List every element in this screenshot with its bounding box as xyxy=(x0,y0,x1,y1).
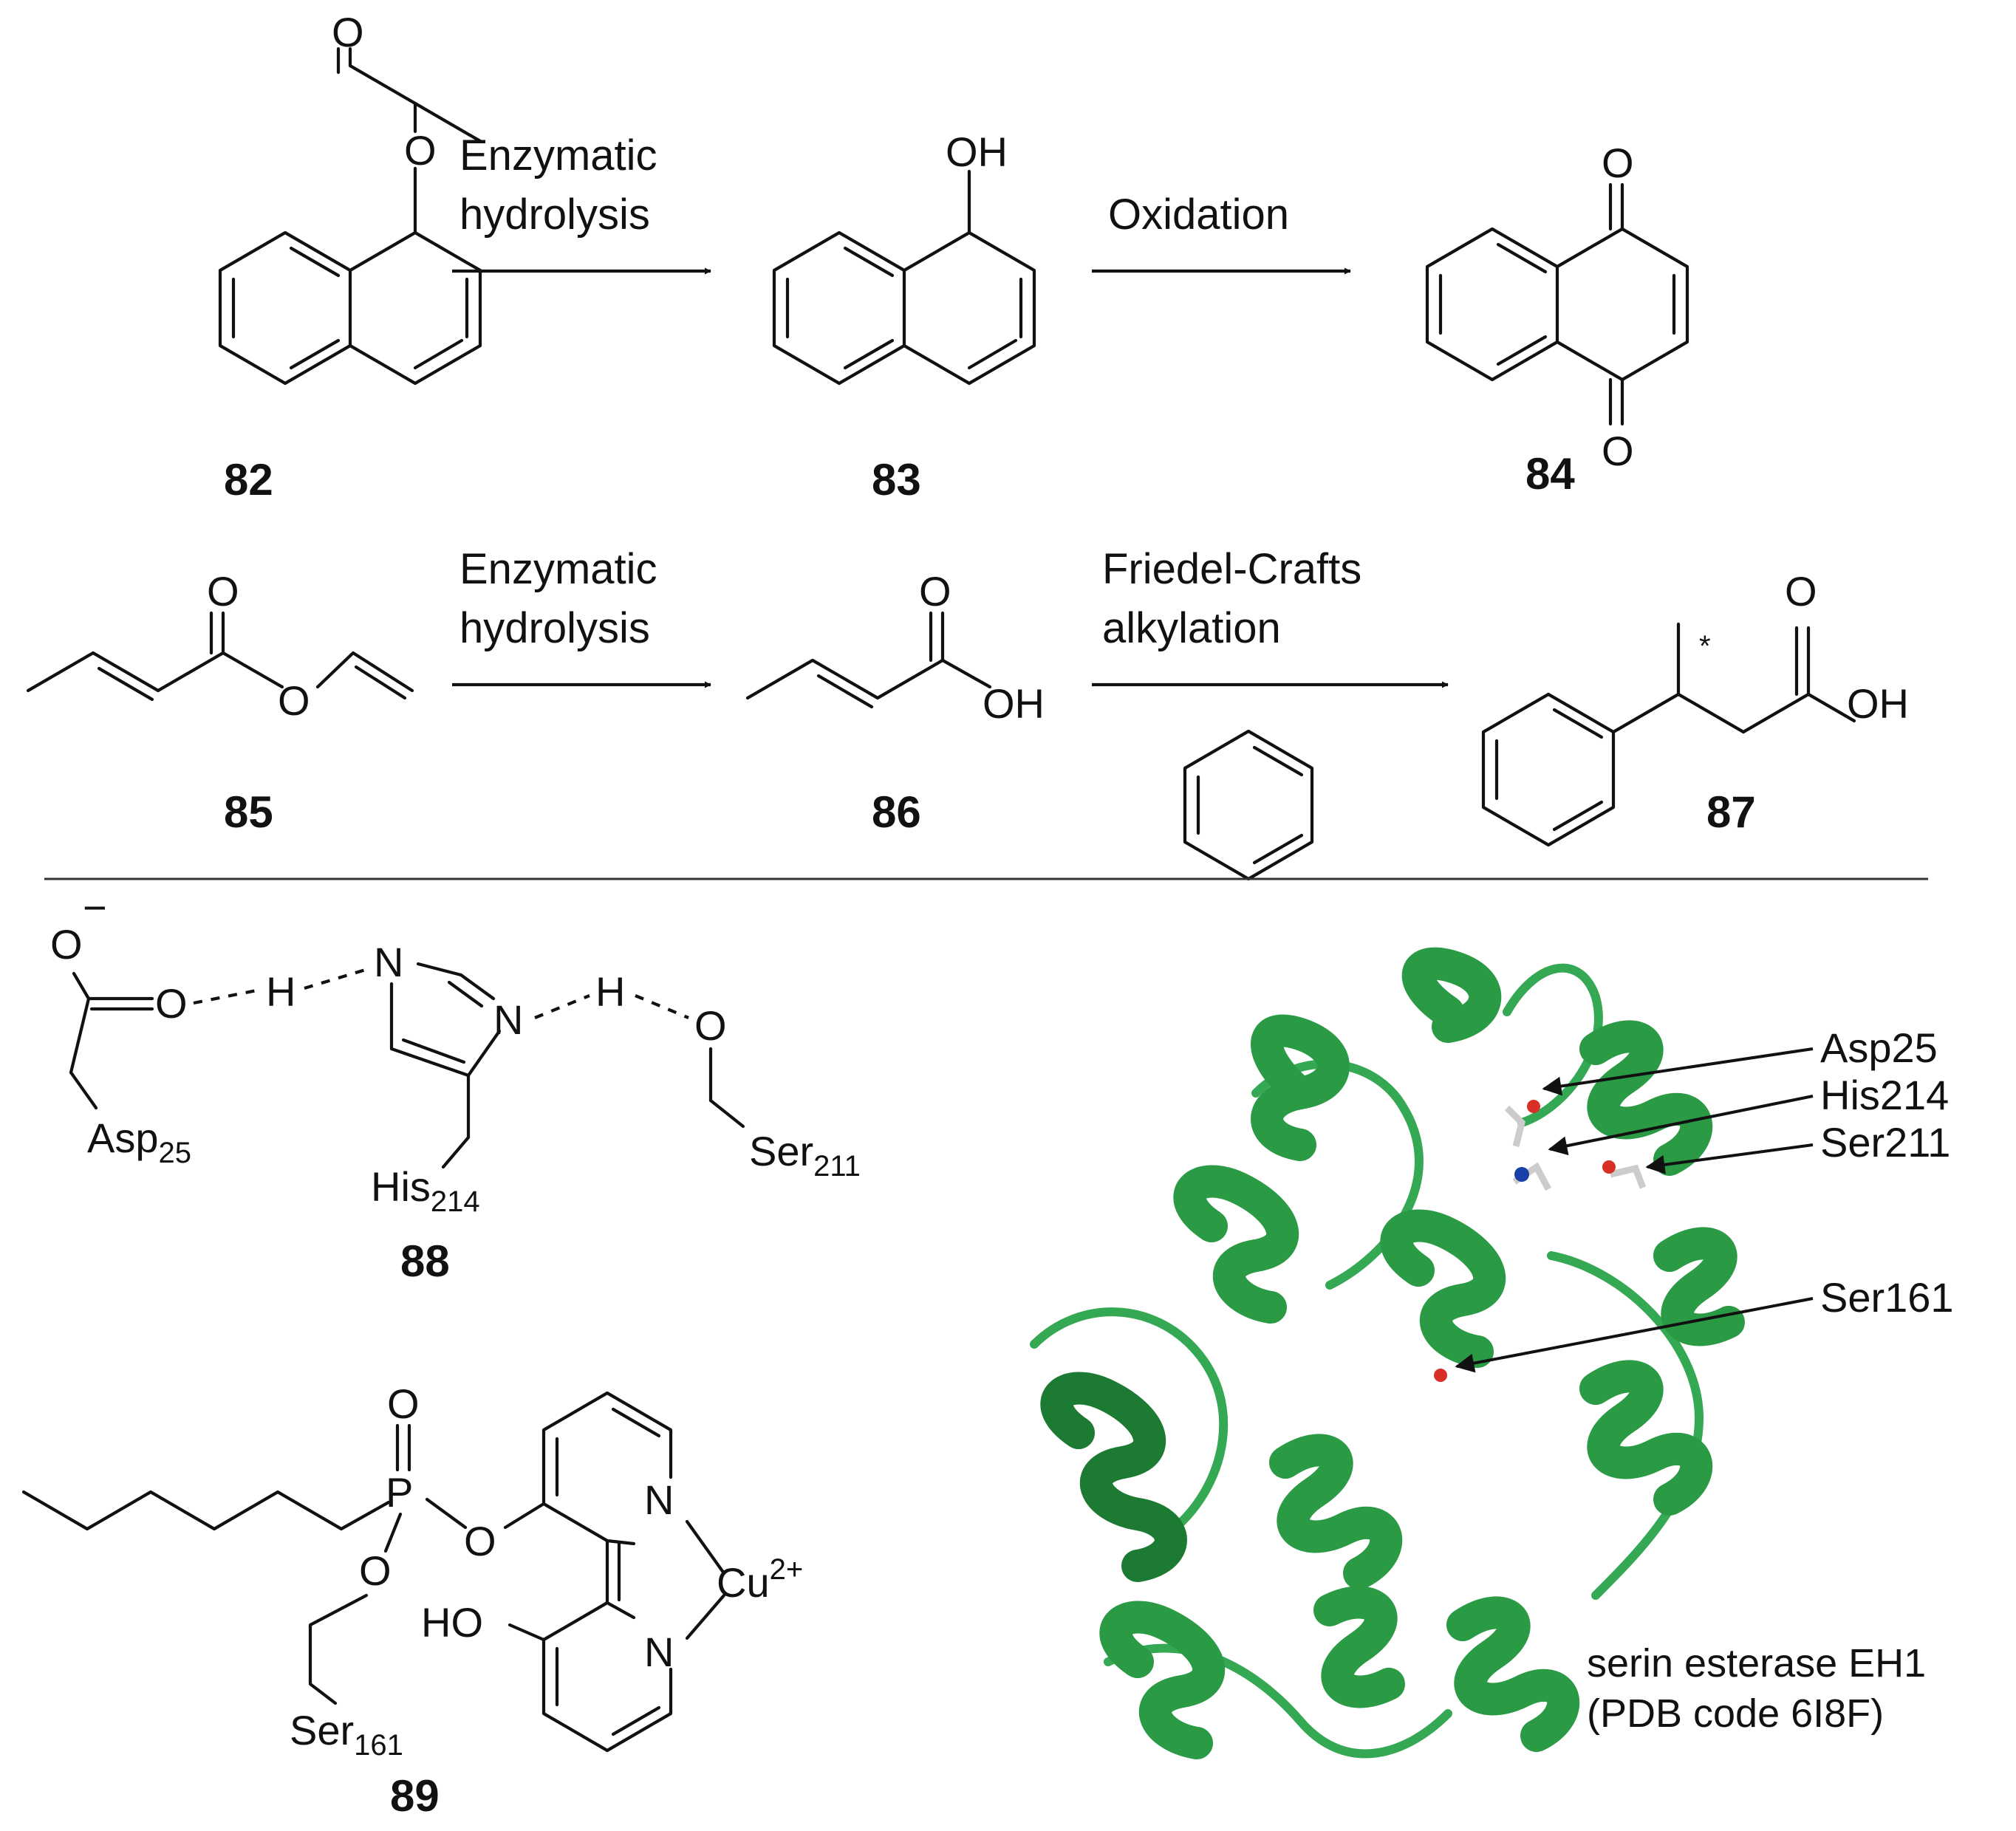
his214-nitrogen xyxy=(1514,1167,1529,1182)
ser161-oxygen xyxy=(1434,1369,1447,1382)
atom-n: N xyxy=(644,1629,674,1675)
atom-o: O xyxy=(359,1547,392,1594)
protein-label-ser211: Ser211 xyxy=(1820,1119,1950,1166)
benzene-reagent xyxy=(1183,729,1314,881)
compound-84-structure: O O xyxy=(1425,140,1689,474)
pointer-ser161 xyxy=(1455,1297,1814,1373)
residue-label-ser161: Ser161 xyxy=(290,1707,403,1762)
protein-caption-pdb: (PDB code 6I8F) xyxy=(1587,1691,1884,1736)
atom-o: O xyxy=(1602,428,1634,474)
compound-84-label: 84 xyxy=(1525,449,1575,499)
compound-89-structure: O P O O N N xyxy=(21,1380,726,1753)
compound-89-label: 89 xyxy=(390,1771,440,1821)
atom-o: O xyxy=(464,1518,496,1564)
residue-label-ser: Ser211 xyxy=(749,1128,861,1183)
atom-oh: OH xyxy=(983,680,1045,727)
atom-o: O xyxy=(694,1002,727,1049)
protein-label-asp25: Asp25 xyxy=(1820,1024,1938,1071)
atom-o: O xyxy=(404,127,437,174)
pointer-his214 xyxy=(1548,1095,1814,1156)
asp25-oxygen xyxy=(1527,1100,1540,1113)
asp25-sidechain xyxy=(1504,1105,1525,1148)
compound-86-structure: O OH xyxy=(745,568,1045,727)
atom-h: H xyxy=(595,968,625,1015)
hydroxyl-label: HO xyxy=(421,1599,483,1646)
residue-label-his: His214 xyxy=(371,1163,480,1218)
atom-o: O xyxy=(155,980,188,1027)
atom-o: O xyxy=(1785,568,1817,615)
compound-82-structure: O O xyxy=(218,9,482,386)
step-label-friedel-crafts: Friedel-Crafts xyxy=(1102,545,1361,593)
atom-o: O xyxy=(919,568,951,615)
stereocenter-mark: * xyxy=(1699,630,1711,663)
ser211-oxygen xyxy=(1602,1160,1616,1174)
compound-87-structure: * O OH xyxy=(1481,568,1909,847)
atom-o: O xyxy=(332,9,364,55)
compound-85-structure: O O xyxy=(26,568,414,724)
atom-n: N xyxy=(493,996,523,1043)
ser211-sidechain xyxy=(1609,1164,1647,1189)
atom-p: P xyxy=(386,1469,413,1516)
compound-86-label: 86 xyxy=(872,787,921,837)
atom-o: O xyxy=(278,677,310,724)
pointer-asp25 xyxy=(1542,1047,1814,1096)
step-label-enzymatic: Enzymatic xyxy=(459,545,657,593)
charge-minus: − xyxy=(83,884,107,931)
compound-83-label: 83 xyxy=(872,455,921,504)
protein-ribbon-structure xyxy=(1030,947,1745,1759)
atom-oh: OH xyxy=(946,129,1008,175)
atom-o: O xyxy=(1602,140,1634,186)
protein-label-his214: His214 xyxy=(1820,1072,1949,1118)
step-label-enzymatic: Enzymatic xyxy=(459,131,657,179)
protein-label-ser161: Ser161 xyxy=(1820,1274,1954,1321)
step-label-hydrolysis: hydrolysis xyxy=(459,191,650,239)
copper-label: Cu2+ xyxy=(717,1553,803,1606)
compound-85-label: 85 xyxy=(224,787,273,837)
compound-83-structure: OH xyxy=(772,129,1036,386)
residue-label-asp: Asp25 xyxy=(87,1115,191,1169)
compound-82-label: 82 xyxy=(224,455,273,504)
atom-oh: OH xyxy=(1847,680,1909,727)
atom-h: H xyxy=(266,968,295,1015)
step-label-oxidation: Oxidation xyxy=(1108,191,1289,239)
step-label-hydrolysis: hydrolysis xyxy=(459,604,650,652)
atom-n: N xyxy=(644,1476,674,1523)
compound-87-label: 87 xyxy=(1706,787,1756,837)
pointer-ser211 xyxy=(1645,1143,1814,1174)
protein-caption-name: serin esterase EH1 xyxy=(1587,1641,1926,1685)
step-label-alkylation: alkylation xyxy=(1102,604,1281,652)
atom-o: O xyxy=(207,568,239,615)
atom-o: O xyxy=(50,921,83,968)
compound-88-label: 88 xyxy=(400,1236,450,1286)
compound-88-triad: O − O H N N H O xyxy=(50,884,745,1169)
atom-o: O xyxy=(387,1380,420,1427)
atom-n: N xyxy=(374,939,403,985)
